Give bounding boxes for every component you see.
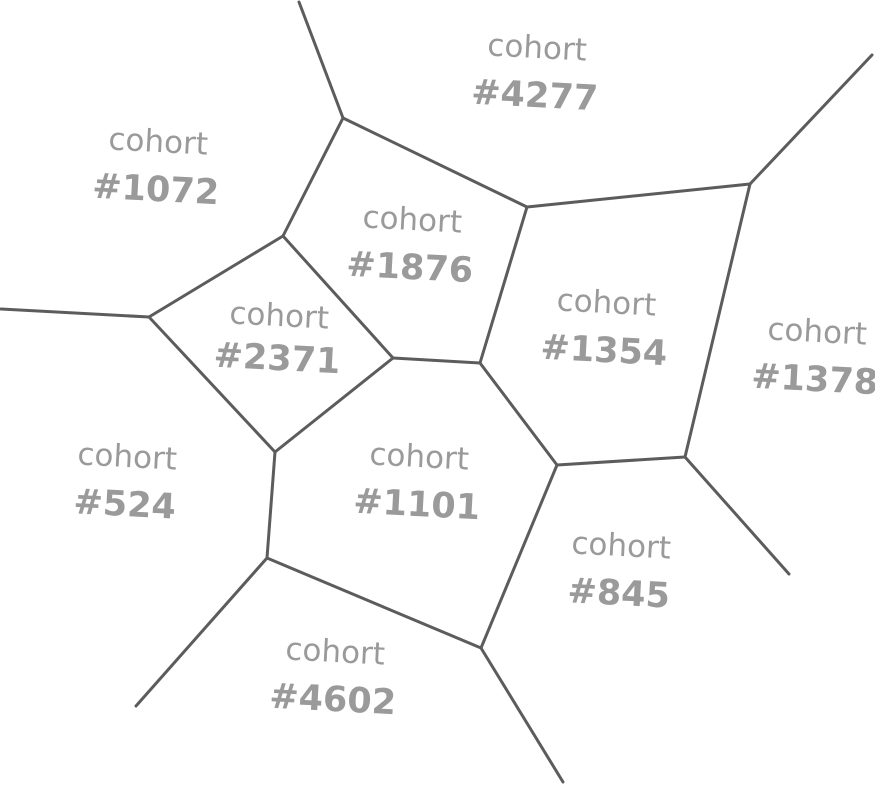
cohort-prefix: cohort [285, 631, 386, 672]
boundary-edge [273, 356, 395, 454]
cohort-label-1072: cohort #1072 [91, 121, 220, 214]
cohort-id: #845 [567, 571, 671, 616]
boundary-edge [281, 234, 395, 360]
cohort-prefix: cohort [767, 311, 868, 352]
boundary-edge [479, 646, 565, 784]
boundary-edge [265, 450, 277, 560]
cohort-id: #1101 [352, 482, 481, 529]
boundary-edge [134, 556, 269, 708]
boundary-edge [297, 0, 345, 120]
cohort-label-524: cohort #524 [73, 436, 178, 527]
boundary-edge [341, 116, 529, 209]
cohort-label-4602: cohort #4602 [268, 631, 397, 724]
boundary-edge [525, 182, 752, 209]
cohort-id: #1378 [750, 357, 875, 404]
cohort-prefix: cohort [556, 282, 657, 323]
cohort-prefix: cohort [229, 295, 330, 336]
cohort-id: #1354 [540, 328, 669, 375]
boundary-edge [265, 556, 483, 650]
boundary-edge [0, 307, 151, 319]
boundary-edge [748, 53, 874, 186]
cohort-label-2371: cohort #2371 [213, 295, 342, 383]
cohort-id: #1072 [91, 167, 220, 214]
boundary-edge [391, 356, 482, 365]
boundary-edge [147, 234, 285, 319]
cohort-label-1876: cohort #1876 [345, 199, 474, 292]
cohort-id: #1876 [345, 245, 474, 292]
boundary-edge [281, 116, 345, 238]
cohort-label-1354: cohort #1354 [540, 282, 669, 375]
boundary-edge [478, 361, 559, 467]
boundary-edge [683, 182, 752, 459]
cohort-prefix: cohort [362, 199, 463, 240]
cohort-label-1101: cohort #1101 [352, 436, 481, 529]
cohort-prefix: cohort [108, 121, 209, 162]
cohort-label-845: cohort #845 [567, 525, 672, 616]
cohort-id: #4277 [470, 73, 599, 120]
boundary-edge [683, 455, 791, 576]
boundary-edge [479, 463, 559, 650]
cohort-prefix: cohort [369, 436, 470, 477]
cohort-id: #2371 [213, 336, 342, 383]
cell-labels: cohort #4277 cohort #1072 cohort #1876 c… [73, 27, 875, 724]
boundary-edge [555, 455, 687, 467]
cohort-prefix: cohort [487, 27, 588, 68]
cohort-label-4277: cohort #4277 [470, 27, 599, 120]
cohort-prefix: cohort [77, 436, 178, 477]
boundary-edge [478, 205, 529, 365]
cohort-prefix: cohort [571, 525, 672, 566]
cohort-label-1378: cohort #1378 [750, 311, 875, 404]
cohort-id: #4602 [268, 677, 397, 724]
boundary-edge [147, 315, 277, 454]
cohort-id: #524 [73, 482, 177, 527]
